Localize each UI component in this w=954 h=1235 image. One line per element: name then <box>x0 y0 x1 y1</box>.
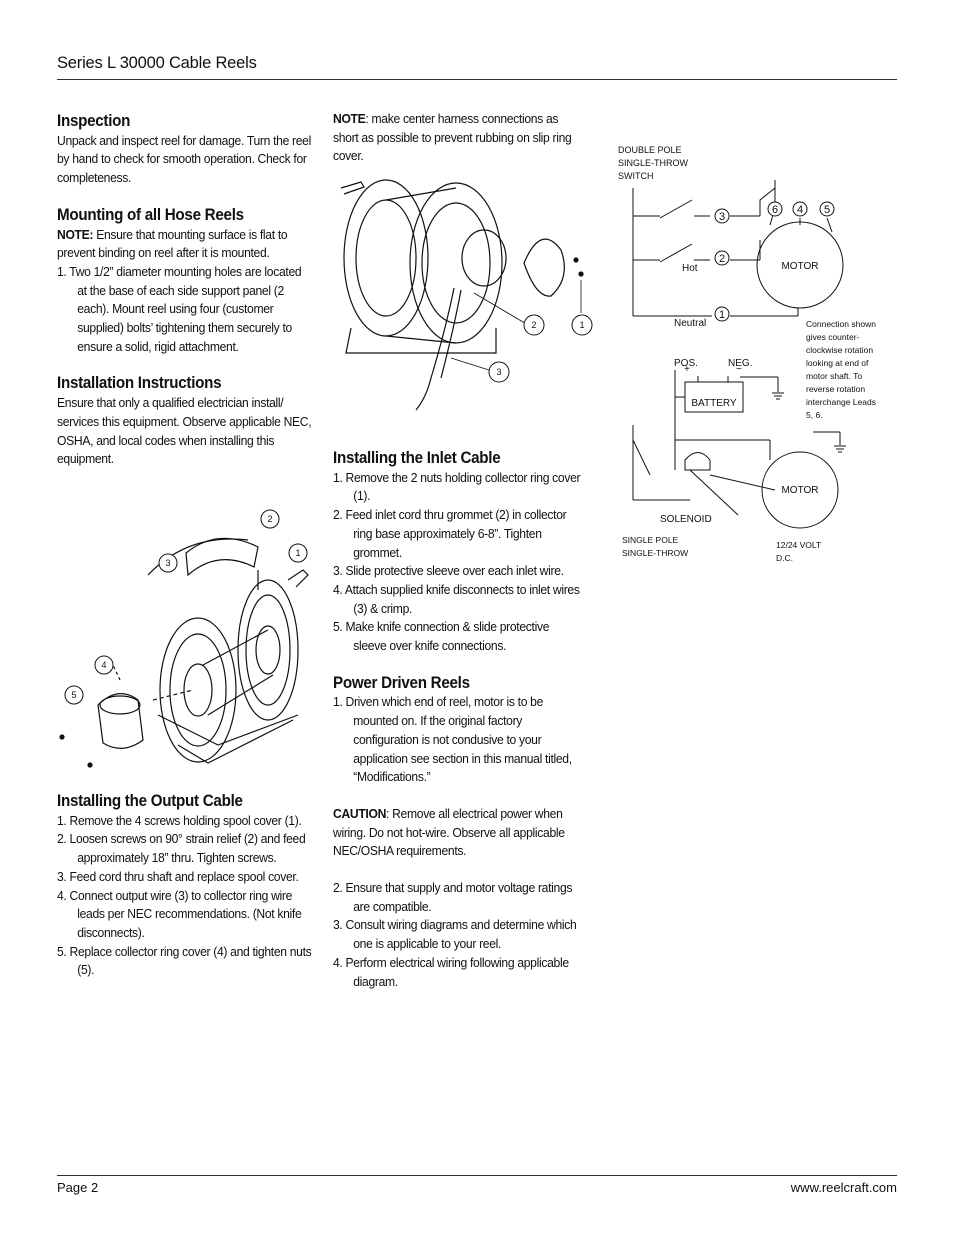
list-item: 1. Remove the 2 nuts holding collector r… <box>333 469 581 504</box>
connection-note-line: interchange Leads <box>806 397 876 407</box>
caution-note: CAUTION: Remove all electrical power whe… <box>333 805 583 861</box>
motor2-label: MOTOR <box>781 485 818 496</box>
caution-text: : Remove all electrical power when wirin… <box>333 805 565 859</box>
terminal-label: 3 <box>719 211 725 223</box>
terminal-label: 1 <box>719 309 725 321</box>
connection-note-line: reverse rotation <box>806 384 865 394</box>
figure1-callout: 5 <box>71 690 76 700</box>
connection-note-line: motor shaft. To <box>806 371 862 381</box>
mounting-heading: Mounting of all Hose Reels <box>57 205 244 224</box>
list-item: 2. Ensure that supply and motor voltage … <box>333 880 573 914</box>
caution-label: CAUTION <box>333 805 387 821</box>
list-item: 4. Attach supplied knife disconnects to … <box>333 581 580 616</box>
motor-terminal-label: 6 <box>772 204 778 216</box>
list-item: 2. Loosen screws on 90° strain relief (2… <box>57 831 306 866</box>
footer-url[interactable]: www.reelcraft.com <box>790 1180 897 1195</box>
list-item: 1. Driven which end of reel, motor is to… <box>333 694 572 785</box>
figure1-callout: 1 <box>295 548 300 558</box>
figure2-callout: 2 <box>531 320 536 330</box>
power-driven-list-2: 2. Ensure that supply and motor voltage … <box>333 879 583 991</box>
center-note-label: NOTE <box>333 111 366 126</box>
output-cable-list: 1. Remove the 4 screws holding spool cov… <box>57 812 313 980</box>
mounting-note: NOTE: Ensure that mounting surface is fl… <box>57 226 313 263</box>
connection-note-line: gives counter- <box>806 332 860 342</box>
connection-note-line: looking at end of <box>806 358 869 368</box>
inlet-cable-list: 1. Remove the 2 nuts holding collector r… <box>333 469 583 656</box>
installation-heading: Installation Instructions <box>57 374 222 393</box>
center-note-text: : make center harness connections as sho… <box>333 111 572 164</box>
power-driven-list: 1. Driven which end of reel, motor is to… <box>333 693 583 787</box>
figure1-callout: 3 <box>165 558 170 568</box>
output-cable-heading: Installing the Output Cable <box>57 792 243 810</box>
double-pole-label-line: DOUBLE POLE <box>618 145 682 155</box>
header-rule <box>57 79 897 80</box>
volt-label-line: 12/24 VOLT <box>776 540 821 550</box>
pos-label: POS. <box>674 358 698 369</box>
inspection-heading: Inspection <box>57 112 131 130</box>
single-pole-label-line: SINGLE POLE <box>622 535 679 545</box>
mounting-note-label: NOTE: <box>57 226 94 242</box>
output-cable-section: Installing the Output Cable 1. Remove th… <box>57 792 313 980</box>
volt-label-line: D.C. <box>776 553 793 563</box>
column-left: Inspection Unpack and inspect reel for d… <box>57 112 313 469</box>
double-pole-label-line: SINGLE-THROW <box>618 158 689 168</box>
terminal-label: 2 <box>719 253 725 265</box>
solenoid-label: SOLENOID <box>660 514 712 525</box>
inlet-cable-heading: Installing the Inlet Cable <box>333 449 501 467</box>
motor-terminal-label: 5 <box>824 204 830 216</box>
page-number: Page 2 <box>57 1180 99 1195</box>
power-driven-heading: Power Driven Reels <box>333 673 470 692</box>
motor-label: MOTOR <box>781 261 818 272</box>
output-cable-exploded-figure: 2 1 3 4 5 <box>59 509 309 768</box>
document-title: Series L 30000 Cable Reels <box>57 54 257 72</box>
figure2-callout: 1 <box>579 320 584 330</box>
list-item: 3. Slide protective sleeve over each inl… <box>333 563 564 579</box>
minus-sign: − <box>736 364 742 375</box>
double-pole-label-line: SWITCH <box>618 171 654 181</box>
center-harness-note: NOTE: make center harness connections as… <box>333 110 583 166</box>
figure2-callout: 3 <box>496 367 501 377</box>
inlet-cable-figure: 2 1 3 <box>340 179 593 411</box>
mounting-list: 1. Two 1/2” diameter mounting holes are … <box>57 263 313 357</box>
list-item: 3. Consult wiring diagrams and determine… <box>333 917 577 952</box>
installation-body: Ensure that only a qualified electrician… <box>57 395 312 467</box>
connection-note-line: clockwise rotation <box>806 345 873 355</box>
list-item: 1. Two 1/2” diameter mounting holes are … <box>57 263 302 354</box>
single-pole-label-line: SINGLE-THROW <box>622 548 688 558</box>
mounting-note-text: Ensure that mounting surface is flat to … <box>57 226 288 261</box>
neg-label: NEG. <box>728 358 752 369</box>
plus-sign: + <box>684 364 690 375</box>
list-item: 5. Make knife connection & slide protect… <box>333 619 550 654</box>
hot-label: Hot <box>682 263 698 274</box>
figure1-callout: 4 <box>101 660 106 670</box>
footer-rule <box>57 1175 897 1176</box>
figure1-callout: 2 <box>267 514 272 524</box>
list-item: 2. Feed inlet cord thru grommet (2) in c… <box>333 507 567 560</box>
connection-note-line: 5, 6. <box>806 410 823 420</box>
column-middle: Installing the Inlet Cable 1. Remove the… <box>333 449 583 991</box>
motor-terminal-label: 4 <box>797 204 803 216</box>
list-item: 1. Remove the 4 screws holding spool cov… <box>57 812 302 828</box>
neutral-label: Neutral <box>674 318 706 329</box>
wiring-diagram: DOUBLE POLE SINGLE-THROW SWITCH 3 2 1 6 … <box>618 145 876 563</box>
inspection-body: Unpack and inspect reel for damage. Turn… <box>57 132 311 186</box>
connection-note-line: Connection shown <box>806 319 876 329</box>
list-item: 5. Replace collector ring cover (4) and … <box>57 943 312 978</box>
battery-label: BATTERY <box>691 398 737 409</box>
list-item: 3. Feed cord thru shaft and replace spoo… <box>57 868 299 884</box>
list-item: 4. Perform electrical wiring following a… <box>333 954 569 989</box>
list-item: 4. Connect output wire (3) to collector … <box>57 887 302 940</box>
